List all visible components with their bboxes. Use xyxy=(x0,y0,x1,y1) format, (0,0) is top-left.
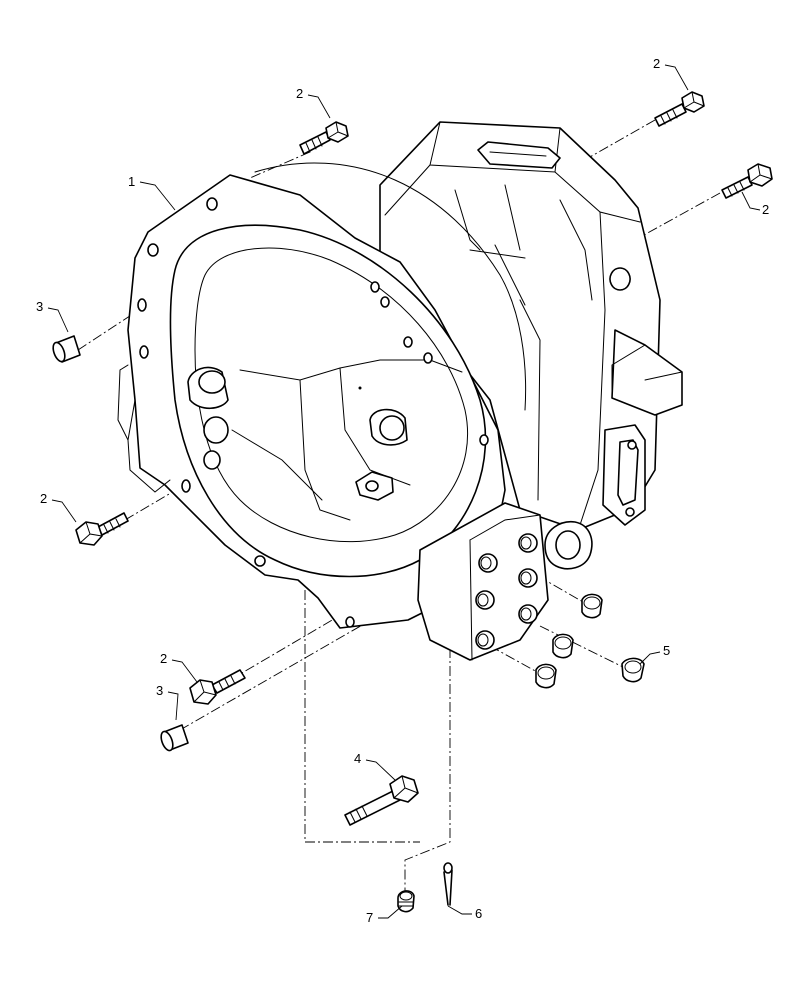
callout-2a: 2 xyxy=(296,86,303,101)
bolt-left-lower xyxy=(75,512,129,546)
bolt-right xyxy=(721,163,773,199)
callout-1: 1 xyxy=(128,174,135,189)
bolt-top-right xyxy=(654,91,705,127)
callout-2d: 2 xyxy=(40,491,47,506)
transmission-housing xyxy=(117,121,683,661)
callout-6: 6 xyxy=(475,906,482,921)
callout-7: 7 xyxy=(366,910,373,925)
dowel-pin-lower xyxy=(160,724,189,752)
callout-leaders xyxy=(47,64,761,919)
small-plug xyxy=(397,890,415,913)
callout-3a: 3 xyxy=(36,299,43,314)
callout-2b: 2 xyxy=(653,56,660,71)
dowel-pin-upper xyxy=(52,335,81,363)
callout-2e: 2 xyxy=(160,651,167,666)
callout-5: 5 xyxy=(663,643,670,658)
port-plugs xyxy=(535,593,603,689)
bolt-bottom-left xyxy=(189,669,246,705)
long-bolt xyxy=(344,775,419,826)
callout-labels: 1 2 2 2 2 2 3 3 4 5 6 7 xyxy=(36,56,769,925)
flange-bolt-holes xyxy=(137,197,489,628)
bolt-top-left xyxy=(299,121,349,155)
callout-4: 4 xyxy=(354,751,361,766)
callout-2c: 2 xyxy=(762,202,769,217)
plug-item-5 xyxy=(621,657,645,683)
callout-3b: 3 xyxy=(156,683,163,698)
valve-block-ports xyxy=(475,533,538,650)
cotter-pin xyxy=(443,862,453,906)
